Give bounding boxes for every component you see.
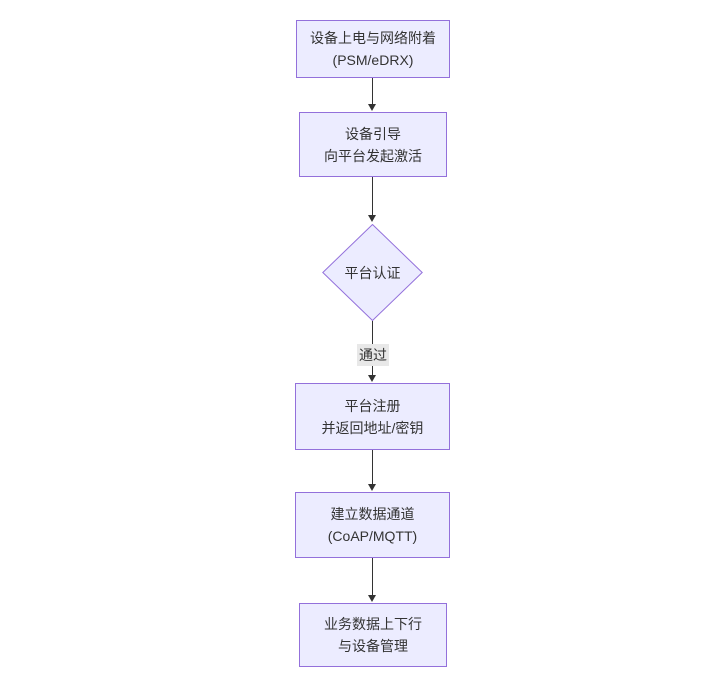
node-text-line: 设备上电与网络附着 — [310, 30, 436, 46]
diamond-shape — [322, 223, 423, 322]
node-text-line: 并返回地址/密钥 — [321, 419, 424, 436]
edge-line — [372, 177, 373, 215]
edge-line — [372, 450, 373, 484]
edge-label-pass: 通过 — [357, 344, 389, 366]
node-data-channel: 建立数据通道 (CoAP/MQTT) — [295, 492, 450, 558]
node-text-line: 向平台发起激活 — [324, 147, 422, 164]
node-text-line: 建立数据通道 — [330, 506, 415, 522]
node-text-line: 平台认证 — [344, 264, 401, 281]
arrow-down-icon — [368, 104, 376, 111]
arrow-down-icon — [368, 595, 376, 602]
node-business-data: 业务数据上下行 与设备管理 — [299, 603, 447, 667]
node-text-line: (CoAP/MQTT) — [327, 528, 418, 544]
node-text-line: 平台注册 — [344, 397, 401, 414]
node-text-line: (PSM/eDRX) — [332, 52, 414, 68]
arrow-down-icon — [368, 215, 376, 222]
node-device-bootstrap: 设备引导 向平台发起激活 — [299, 112, 447, 177]
node-platform-register: 平台注册 并返回地址/密钥 — [295, 383, 450, 450]
edge-line — [372, 78, 373, 104]
node-platform-auth: 平台认证 — [322, 223, 423, 322]
node-device-power-attach: 设备上电与网络附着 (PSM/eDRX) — [296, 20, 450, 78]
node-text-line: 与设备管理 — [338, 638, 408, 654]
node-text-line: 业务数据上下行 — [324, 616, 422, 632]
node-text-line: 设备引导 — [345, 125, 401, 142]
arrow-down-icon — [368, 375, 376, 382]
arrow-down-icon — [368, 484, 376, 491]
edge-line — [372, 558, 373, 595]
